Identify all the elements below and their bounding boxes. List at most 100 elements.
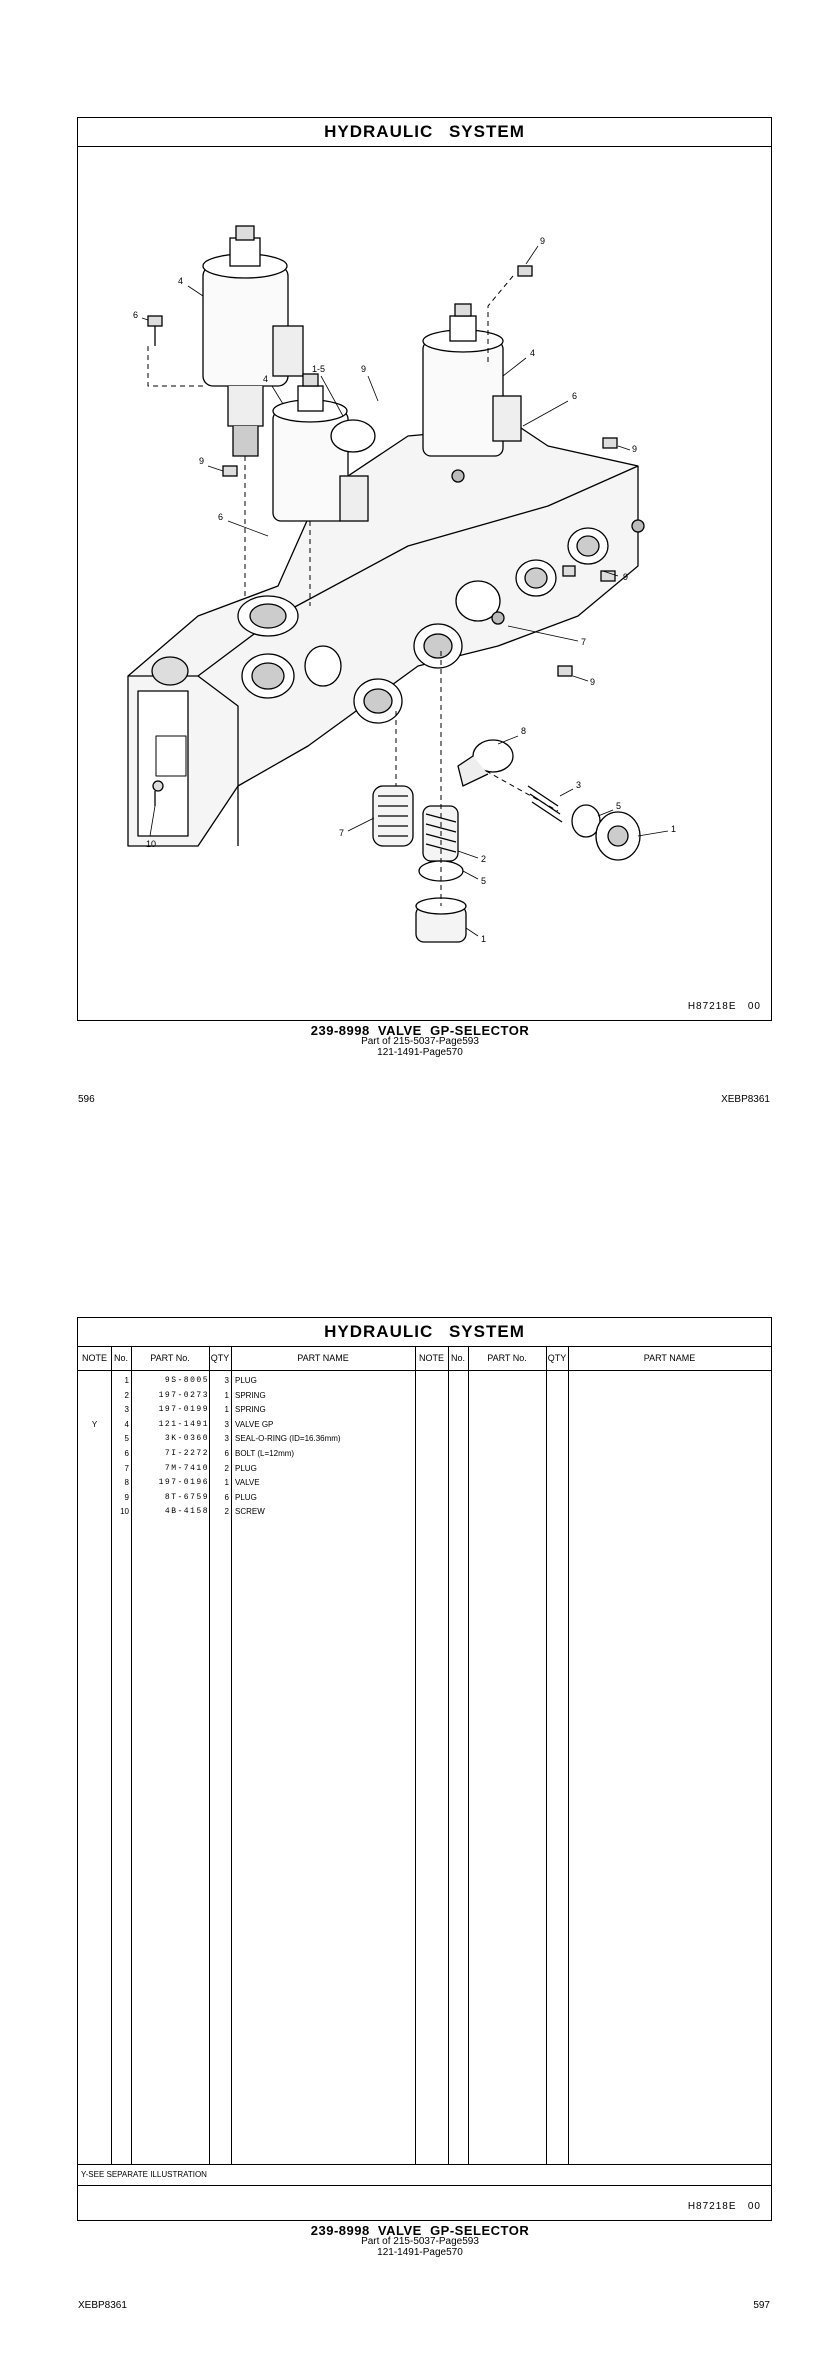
callout-9c: 9 xyxy=(632,444,637,454)
callout-4c: 4 xyxy=(530,348,535,358)
callout-4: 4 xyxy=(178,276,183,286)
callout-5b: 5 xyxy=(481,876,486,886)
cell-qty: 2 xyxy=(224,1507,229,1517)
cell-qty: 1 xyxy=(224,1478,229,1488)
table-header: NOTE No. PART No. QTY PART NAME NOTE No.… xyxy=(78,1346,771,1371)
cell-no: 3 xyxy=(124,1405,129,1415)
exploded-valve-illustration: 9 4 6 4 1-5 9 4 6 9 9 6 9 7 9 8 3 5 1 7 … xyxy=(127,225,676,944)
cell-no: 7 xyxy=(124,1463,129,1473)
cell-no: 5 xyxy=(124,1434,129,1444)
cell-no: 1 xyxy=(124,1376,129,1385)
callout-1b: 1 xyxy=(481,934,486,944)
solenoid-valve-right xyxy=(422,303,522,457)
header-note: NOTE xyxy=(81,1353,107,1363)
page-number-right: 597 xyxy=(753,2300,770,2311)
cell-part-no: 197-0199 xyxy=(158,1405,209,1415)
cell-part-name: SEAL-O-RING (ID=16.36mm) xyxy=(235,1434,341,1444)
cell-no: 10 xyxy=(120,1507,129,1517)
callout-7: 7 xyxy=(581,637,586,647)
caption-ref-page: 121-1491-Page570 xyxy=(377,1047,463,1058)
cell-part-no: 197-0196 xyxy=(158,1478,209,1488)
table-row: 7 7M-7410 2 PLUG xyxy=(78,1462,771,1477)
callout-9: 9 xyxy=(540,236,545,246)
cell-part-name: PLUG xyxy=(235,1492,257,1502)
cell-part-no: 7M-7410 xyxy=(164,1463,209,1473)
header-part-no-2: PART No. xyxy=(487,1353,527,1363)
solenoid-valve-center xyxy=(272,373,376,522)
cell-part-name: PLUG xyxy=(235,1463,257,1473)
cell-no: 4 xyxy=(124,1419,129,1429)
callout-10: 10 xyxy=(146,839,156,849)
table-row: 10 4B-4158 2 SCREW xyxy=(78,1505,771,1520)
callout-6c: 6 xyxy=(218,512,223,522)
illustration-frame: HYDRAULIC SYSTEM xyxy=(77,117,772,1021)
cell-part-no: 4B-4158 xyxy=(164,1507,209,1517)
caption-title: 239-8998 VALVE GP-SELECTOR xyxy=(310,1023,530,1038)
cell-qty: 3 xyxy=(224,1419,229,1429)
callout-4b: 4 xyxy=(263,374,268,384)
callout-9e: 9 xyxy=(623,572,628,582)
callout-1-5: 1-5 xyxy=(312,364,325,374)
valve-body xyxy=(127,425,645,847)
cell-no: 8 xyxy=(124,1478,129,1488)
cell-part-name: VALVE xyxy=(235,1478,260,1488)
page-title: HYDRAULIC SYSTEM xyxy=(78,118,771,147)
illustration-ref-bottom: H87218E 00 xyxy=(687,2201,761,2212)
table-row: 3 197-0199 1 SPRING xyxy=(78,1403,771,1418)
parts-list-frame: HYDRAULIC SYSTEM NOTE No. PART No. QTY P… xyxy=(77,1317,772,2221)
header-no-2: No. xyxy=(450,1353,465,1363)
table-row: 8 197-0196 1 VALVE xyxy=(78,1476,771,1491)
cell-part-name: SPRING xyxy=(235,1390,266,1400)
callout-7b: 7 xyxy=(339,828,344,838)
caption-part-of-bottom: Part of 215-5037-Page593 xyxy=(361,2236,479,2247)
caption-part-of: Part of 215-5037-Page593 xyxy=(361,1036,479,1047)
cell-qty: 1 xyxy=(224,1390,229,1400)
page-number-left: 596 xyxy=(78,1094,95,1105)
cell-part-no: 8T-6759 xyxy=(164,1492,209,1502)
callout-6: 6 xyxy=(133,310,138,320)
cell-no: 6 xyxy=(124,1449,129,1458)
table-row: Y 4 121-1491 3 VALVE GP xyxy=(78,1418,771,1433)
page-title-bottom: HYDRAULIC SYSTEM xyxy=(78,1318,771,1347)
header-part-no: PART No. xyxy=(150,1353,190,1363)
solenoid-valve-left xyxy=(202,225,304,457)
cell-part-name: PLUG xyxy=(235,1376,257,1385)
callout-8: 8 xyxy=(521,726,526,736)
cell-part-name: SPRING xyxy=(235,1405,266,1415)
cell-note: Y xyxy=(91,1419,98,1429)
cell-part-no: 3K-0360 xyxy=(164,1434,209,1444)
cell-part-no: 7I-2272 xyxy=(164,1449,209,1458)
callout-2: 2 xyxy=(481,854,486,864)
cell-qty: 2 xyxy=(224,1463,229,1473)
cell-part-name: VALVE GP xyxy=(235,1419,274,1429)
cell-no: 2 xyxy=(124,1390,129,1400)
cell-qty: 6 xyxy=(224,1449,229,1458)
caption-title-bottom: 239-8998 VALVE GP-SELECTOR xyxy=(310,2223,530,2238)
cell-qty: 1 xyxy=(224,1405,229,1415)
callout-1: 1 xyxy=(671,824,676,834)
table-row: 2 197-0273 1 SPRING xyxy=(78,1389,771,1404)
callout-5: 5 xyxy=(616,801,621,811)
cell-part-no: 121-1491 xyxy=(158,1419,209,1429)
caption-top: 239-8998 VALVE GP-SELECTOR Part of 215-5… xyxy=(0,1023,840,1058)
header-no: No. xyxy=(113,1353,128,1363)
caption-ref-page-bottom: 121-1491-Page570 xyxy=(377,2247,463,2258)
table-columns xyxy=(78,1346,771,2164)
callout-3: 3 xyxy=(576,780,581,790)
header-part-name-2: PART NAME xyxy=(643,1353,696,1363)
cell-qty: 3 xyxy=(224,1434,229,1444)
cell-qty: 6 xyxy=(224,1492,229,1502)
callout-9d: 9 xyxy=(199,456,204,466)
footnote: Y-SEE SEPARATE ILLUSTRATION xyxy=(81,2170,207,2179)
cell-qty: 3 xyxy=(224,1376,229,1385)
cell-part-name: SCREW xyxy=(235,1507,265,1517)
header-qty: QTY xyxy=(210,1353,230,1363)
table-row: 5 3K-0360 3 SEAL-O-RING (ID=16.36mm) xyxy=(78,1432,771,1447)
callout-9f: 9 xyxy=(590,677,595,687)
cell-part-no: 197-0273 xyxy=(158,1390,209,1400)
leader-lines xyxy=(147,275,559,906)
callout-6b: 6 xyxy=(572,391,577,401)
